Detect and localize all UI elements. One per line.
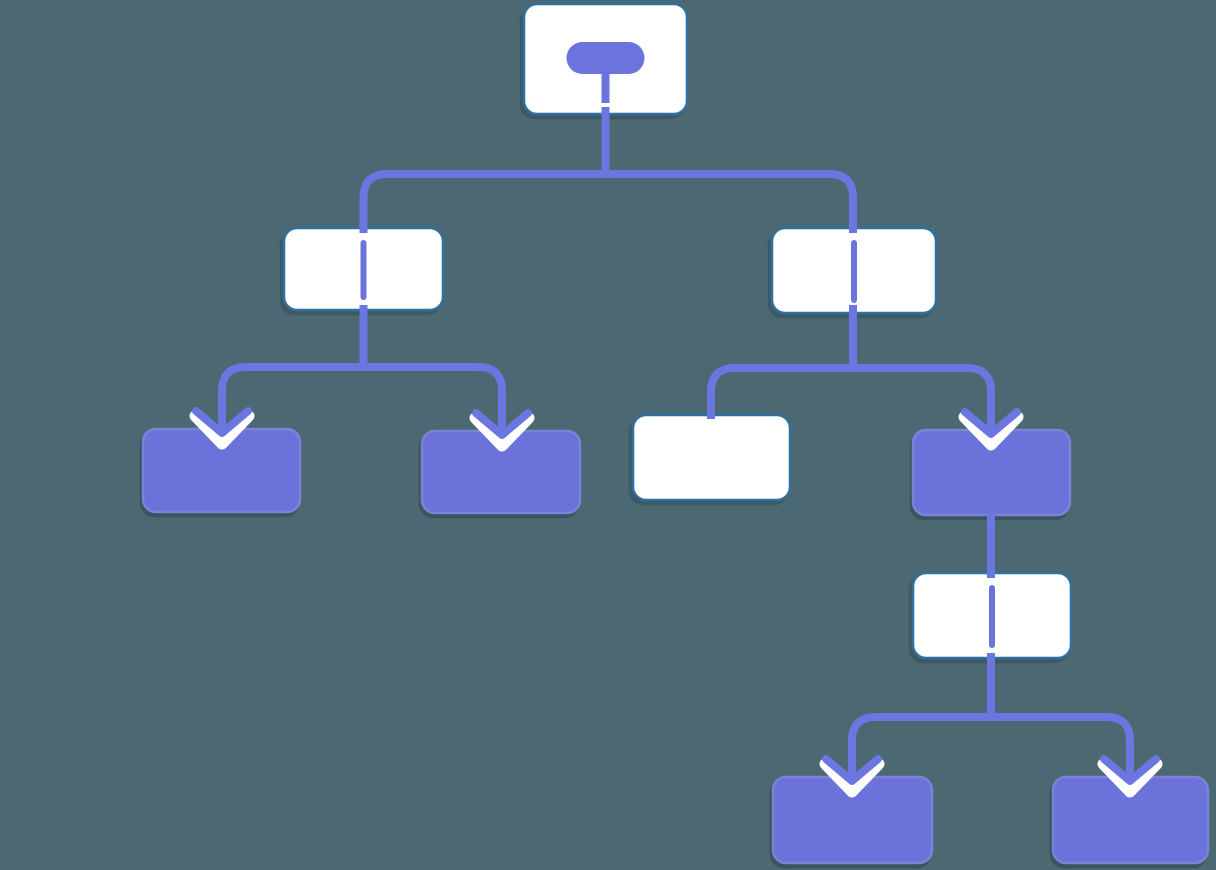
arrow-backing-chevron [469,412,535,452]
connector-split-right [707,364,995,434]
chevron-down-icon [192,407,252,437]
arrow-backing-chevron [819,758,885,798]
connector-split-bottom [848,713,1134,781]
chevron-down-icon [822,755,882,785]
plain-node-plain-node [631,413,792,502]
connector-split-left [218,363,506,435]
root-icon-stem [601,70,610,103]
chevron-down-icon [961,408,1021,438]
chevron-down-icon [1100,755,1160,785]
divider-icon [989,585,995,648]
nodes-layer [141,2,1210,865]
divider-icon [360,240,367,300]
arrow-backing-chevron [1097,758,1163,798]
arrow-backing-chevron [958,411,1024,451]
divider-icon [851,240,857,303]
root-icon-pill [566,42,645,74]
connector-split-top [359,170,857,233]
chevron-down-icon [472,409,532,439]
root-icon [566,42,645,103]
connectors-layer [218,107,1134,781]
node-icons-layer [360,42,995,648]
arrow-backings-layer [189,410,1163,798]
arrowheads-layer [192,407,1160,785]
arrow-backing-chevron [189,410,255,450]
